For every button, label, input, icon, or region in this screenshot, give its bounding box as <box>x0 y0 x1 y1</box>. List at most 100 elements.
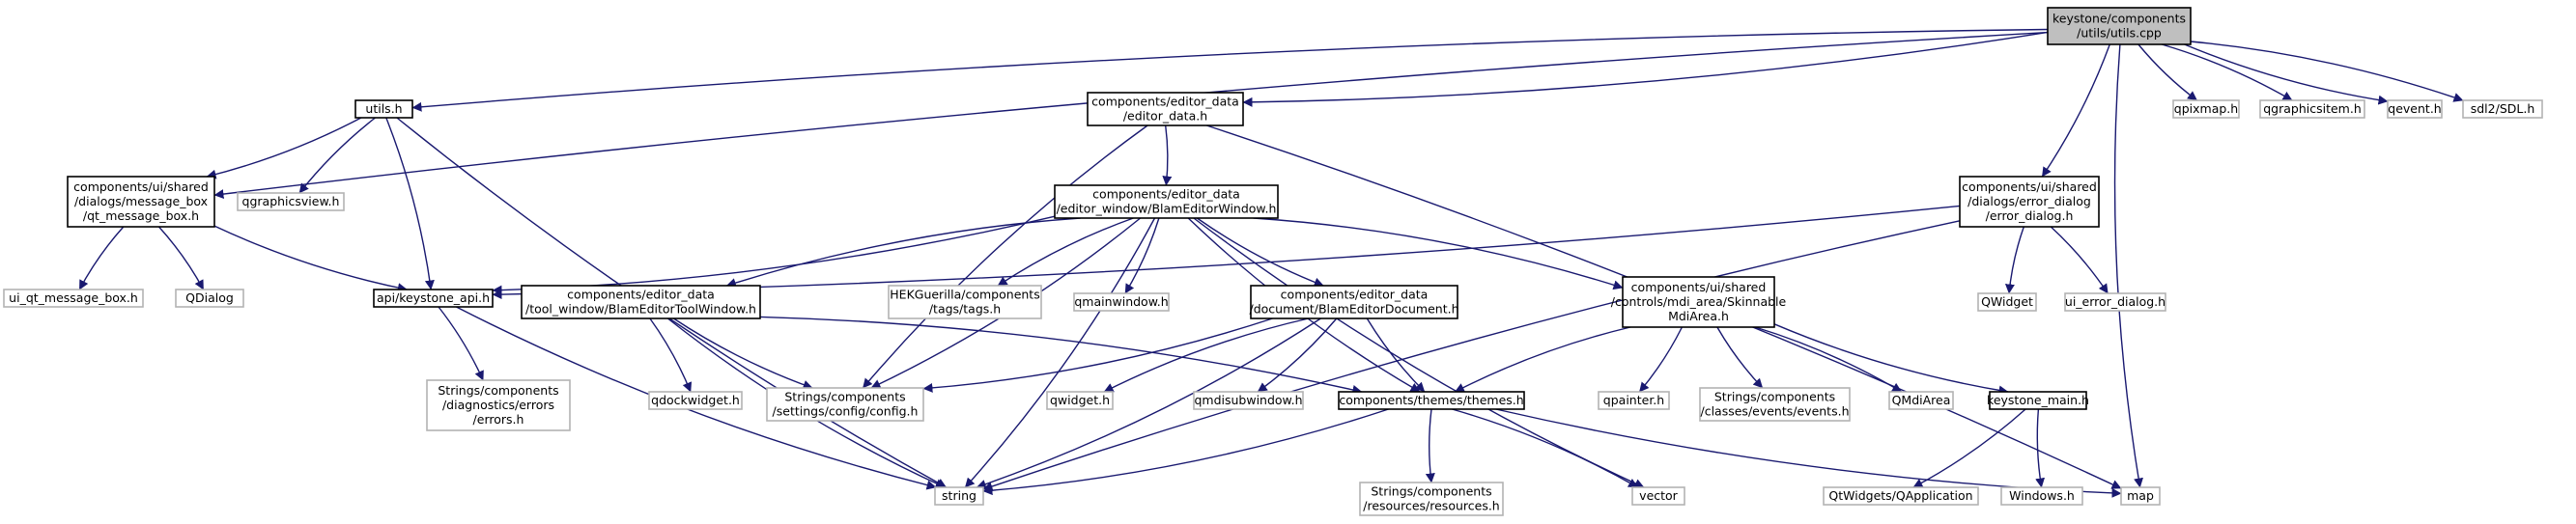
node-label-line: vector <box>1639 488 1679 503</box>
node-qapplication: QtWidgets/QApplication <box>1823 486 1979 506</box>
node-box <box>1959 176 2100 228</box>
node-utils-cpp[interactable]: keystone/components/utils/utils.cpp <box>2047 7 2192 45</box>
edge-keystone_main-to-qapplication <box>1912 408 2026 488</box>
node-qwidget-h: qwidget.h <box>1046 391 1114 410</box>
node-keystone-main[interactable]: keystone_main.h <box>1987 391 2089 410</box>
edge-qt_message_box-to-qdialog <box>157 226 205 290</box>
node-label-line: Strings/components <box>1714 390 1835 404</box>
node-box <box>3 289 144 308</box>
edge-blam_editor_document-to-qmdisubwindow <box>1257 317 1338 393</box>
node-vector: vector <box>1631 486 1685 506</box>
node-box <box>175 289 244 308</box>
node-ui-error-dialog: ui_error_dialog.h <box>2064 292 2166 312</box>
node-qmainwindow: qmainwindow.h <box>1073 292 1170 312</box>
edge-utils_cpp-to-sdl <box>2190 41 2464 102</box>
node-label-line: /resources/resources.h <box>1363 499 1499 513</box>
edge-blam_editor_document-to-string <box>976 317 1321 489</box>
edge-blam_editor_window-to-skinnable_mdi <box>1253 217 1624 290</box>
node-label-line: keystone_main.h <box>1987 393 2089 407</box>
edge-blam_editor_window-to-tool_window <box>725 217 1081 288</box>
edge-skinnable_mdi-to-events <box>1716 326 1764 389</box>
node-blam-editor-document[interactable]: components/editor_data/document/BlamEdit… <box>1249 285 1459 319</box>
node-label-line: /settings/config/config.h <box>773 404 919 419</box>
node-config: Strings/components/settings/config/confi… <box>766 387 924 422</box>
node-themes[interactable]: components/themes/themes.h <box>1338 391 1525 410</box>
edge-utils_cpp-to-utils_h <box>411 28 2049 112</box>
node-skinnable-mdi[interactable]: components/ui/shared/controls/mdi_area/S… <box>1611 276 1787 328</box>
edge-utils_cpp-to-qgraphicsitem <box>2162 43 2293 101</box>
edge-themes-to-vector <box>1452 408 1639 488</box>
node-box <box>1977 292 2037 312</box>
node-qdockwidget: qdockwidget.h <box>648 391 743 410</box>
node-box <box>354 99 413 119</box>
node-label-line: qpainter.h <box>1603 393 1664 407</box>
edge-tool_window-to-themes <box>759 316 1363 395</box>
node-label-line: utils.h <box>365 101 402 116</box>
node-box <box>1631 486 1685 506</box>
node-label-line: /classes/events/events.h <box>1701 404 1850 419</box>
node-box <box>2462 99 2543 119</box>
node-box <box>1823 486 1979 506</box>
edge-qt_message_box-to-keystone_api <box>213 225 408 293</box>
edge-skinnable_mdi-to-qpainter <box>1638 326 1684 393</box>
edge-utils_cpp-to-error_dialog <box>2041 43 2110 178</box>
edge-error_dialog-to-ui_error_dialog <box>2050 226 2109 294</box>
node-label-line: /document/BlamEditorDocument.h <box>1249 302 1458 317</box>
node-label-line: qevent.h <box>2388 101 2441 116</box>
node-box <box>1054 184 1279 219</box>
node-box <box>521 285 761 319</box>
edge-themes-to-resources <box>1425 408 1435 483</box>
node-qt-message-box[interactable]: components/ui/shared/dialogs/message_box… <box>67 176 215 228</box>
node-label-line: components/editor_data <box>1091 95 1239 109</box>
node-label-line: qpixmap.h <box>2174 101 2238 116</box>
node-label-line: Strings/components <box>1371 484 1491 499</box>
node-tool-window[interactable]: components/editor_data/tool_window/BlamE… <box>521 285 761 319</box>
node-blam-editor-window[interactable]: components/editor_data/editor_window/Bla… <box>1054 184 1279 219</box>
node-label-line: QDialog <box>185 290 234 305</box>
edge-keystone_api-to-diag_errors <box>438 306 484 381</box>
node-box <box>2047 7 2192 45</box>
node-qgraphicsitem: qgraphicsitem.h <box>2259 99 2365 119</box>
node-qpainter: qpainter.h <box>1598 391 1670 410</box>
edge-utils_cpp-to-qevent <box>2184 43 2389 105</box>
node-box <box>1359 482 1504 516</box>
node-box <box>934 486 984 506</box>
node-label-line: /error_dialog.h <box>1986 208 2074 223</box>
node-label-line: api/keystone_api.h <box>377 290 490 305</box>
node-box <box>2172 99 2240 119</box>
edge-keystone_api-to-string <box>456 306 937 490</box>
node-box <box>1087 92 1244 126</box>
edge-error_dialog-to-string <box>982 220 1961 491</box>
node-label-line: /dialogs/message_box <box>74 194 208 208</box>
node-error-dialog[interactable]: components/ui/shared/dialogs/error_dialo… <box>1959 176 2100 228</box>
node-label-line: qmdisubwindow.h <box>1194 393 1302 407</box>
node-box <box>1338 391 1525 410</box>
node-label-line: qmainwindow.h <box>1074 294 1168 309</box>
node-label-line: MdiArea.h <box>1668 309 1729 323</box>
node-qgraphicsview: qgraphicsview.h <box>237 192 345 211</box>
node-box <box>426 379 571 431</box>
node-utils-h[interactable]: utils.h <box>354 99 413 119</box>
edge-blam_editor_window-to-string <box>964 217 1156 488</box>
edge-editor_data_h-to-config <box>862 124 1148 389</box>
edge-utils_cpp-to-qpixmap <box>2137 43 2198 101</box>
node-editor-data-h[interactable]: components/editor_data/editor_data.h <box>1087 92 1244 126</box>
node-windows: Windows.h <box>2000 486 2083 506</box>
node-label-line: components/editor_data <box>567 288 715 302</box>
node-box <box>2259 99 2365 119</box>
node-qpixmap: qpixmap.h <box>2172 99 2240 119</box>
node-resources: Strings/components/resources/resources.h <box>1359 482 1504 516</box>
node-events: Strings/components/classes/events/events… <box>1699 387 1851 422</box>
node-box <box>237 192 345 211</box>
node-label-line: components/ui/shared <box>1631 280 1767 294</box>
node-string: string <box>934 486 984 506</box>
node-label-line: /dialogs/error_dialog <box>1967 194 2091 208</box>
edge-error_dialog-to-qwidget_cap <box>2004 226 2024 294</box>
node-keystone-api[interactable]: api/keystone_api.h <box>373 289 494 308</box>
node-label-line: ui_qt_message_box.h <box>9 290 138 305</box>
edge-skinnable_mdi-to-themes <box>1454 326 1631 393</box>
node-label-line: string <box>942 488 977 503</box>
node-label-line: Windows.h <box>2009 488 2075 503</box>
node-box <box>2120 486 2161 506</box>
node-box <box>766 387 924 422</box>
